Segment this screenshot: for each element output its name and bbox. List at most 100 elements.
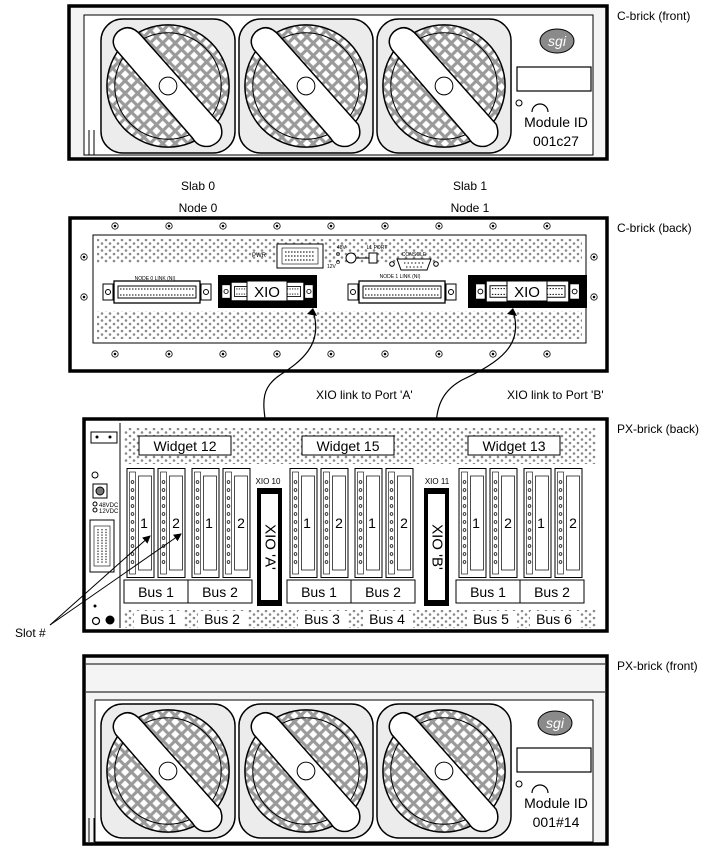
led-indicator: [91, 471, 99, 479]
slot-callout-label: Slot #: [15, 626, 46, 640]
cbrick-back-label: C-brick (back): [617, 221, 692, 235]
l1-port[interactable]: [368, 252, 378, 264]
fan-icon: [100, 703, 236, 839]
bus-label: Bus 1: [301, 584, 337, 600]
bus-label: Bus 2: [202, 584, 238, 600]
led-indicator: [515, 99, 523, 107]
xio-port-b[interactable]: XIO 'B': [424, 488, 449, 606]
slab1-label: Slab 1: [453, 179, 487, 193]
bus-label: Bus 5: [473, 611, 509, 627]
pxbrick-front-panel: sgi Module ID 001#14: [82, 654, 609, 846]
sgi-logo-text: sgi: [548, 33, 567, 49]
bus-label: Bus 6: [536, 611, 572, 627]
slot-number: 1: [472, 515, 480, 531]
xio-b-label: XIO 'B': [429, 524, 446, 570]
vent-bottom: [97, 311, 582, 339]
pxbrick-front-label: PX-brick (front): [617, 659, 698, 673]
console-label: CONSOLE: [402, 252, 427, 258]
fan-icon: [376, 18, 512, 154]
cbrick-front-label: C-brick (front): [617, 9, 690, 23]
module-id-label: Module ID: [524, 114, 588, 130]
slot-number: 2: [569, 515, 577, 531]
l1-port-label: L1 PORT: [367, 245, 388, 251]
bus-label: Bus 2: [534, 584, 570, 600]
widget-15-box: [301, 435, 395, 456]
xio-left-label: XIO: [254, 284, 280, 301]
led-indicator: [515, 780, 523, 788]
xio-port-left[interactable]: XIO: [218, 275, 317, 308]
xio11-label: XIO 11: [425, 477, 450, 486]
slot-callout-arrow: [49, 533, 182, 626]
pwr-label: PWR: [252, 253, 267, 259]
bus-label: Bus 2: [204, 611, 240, 627]
fan-icon: [376, 703, 512, 839]
widget-12-box: [138, 435, 232, 456]
power-button[interactable]: [531, 103, 549, 113]
node1-link-label: NODE 1 LINK (NI): [380, 274, 421, 280]
connector-port[interactable]: [105, 615, 115, 625]
node1-link-connector[interactable]: [347, 280, 457, 304]
12vdc-label: 12VDC: [99, 509, 119, 515]
console-port[interactable]: [396, 258, 432, 271]
bus-label: Bus 1: [138, 584, 174, 600]
display-window: [516, 747, 592, 773]
xio-link-a-label: XIO link to Port 'A': [316, 388, 413, 402]
xio-a-label: XIO 'A': [262, 524, 279, 570]
bus-label: Bus 4: [369, 611, 405, 627]
slot-number: 2: [172, 515, 180, 531]
bus-label: Bus 3: [304, 611, 340, 627]
cbrick-front-panel: sgi Module ID 001c27: [67, 4, 609, 161]
slot-number: 1: [368, 515, 376, 531]
pxbrick-back-label: PX-brick (back): [617, 422, 699, 436]
slot-number: 2: [237, 515, 245, 531]
module-id-label: Module ID: [524, 795, 588, 811]
sgi-logo: [537, 710, 573, 736]
slot-number: 1: [140, 515, 148, 531]
bottom-bus-labels: Bus 1 Bus 2 Bus 3 Bus 4 Bus 5 Bus 6: [134, 611, 580, 628]
card-slots: [126, 468, 583, 578]
display-window: [516, 66, 592, 92]
xio-link-cable-a: [263, 310, 317, 469]
fan-icon: [100, 18, 236, 154]
node0-link-label: NODE 0 LINK (NI): [135, 276, 176, 282]
xio-link-cable-b: [435, 310, 517, 468]
module-id-value: 001c27: [533, 133, 579, 149]
slot-callout-arrow: [49, 535, 151, 626]
slot-number: 2: [400, 515, 408, 531]
slot-number: 2: [335, 515, 343, 531]
bus-label: Bus 2: [365, 584, 401, 600]
slot-number: 1: [205, 515, 213, 531]
vent-top: [97, 239, 582, 263]
bus-label: Bus 1: [470, 584, 506, 600]
widget-15-label: Widget 15: [316, 438, 379, 454]
sgi-logo-text: sgi: [546, 715, 565, 731]
fan-icon: [238, 703, 374, 839]
node0-link-connector[interactable]: [102, 280, 212, 304]
widget-13-box: [467, 435, 561, 456]
48v-label: 48V: [337, 245, 347, 251]
module-id-value: 001#14: [533, 814, 580, 830]
node0-label: Node 0: [179, 201, 218, 215]
slot-number: 1: [537, 515, 545, 531]
xio-port-right[interactable]: XIO: [468, 275, 587, 308]
xio-port-a[interactable]: XIO 'A': [257, 488, 282, 606]
slot-number: 2: [504, 515, 512, 531]
sgi-logo: [539, 28, 575, 54]
slot-number: 1: [303, 515, 311, 531]
bus-label: Bus 1: [140, 611, 176, 627]
fan-icon: [238, 18, 374, 154]
xio-link-b-label: XIO link to Port 'B': [507, 388, 604, 402]
node1-label: Node 1: [451, 201, 490, 215]
48vdc-label: 48VDC: [99, 503, 119, 509]
widget-12-label: Widget 12: [153, 438, 216, 454]
label-tab: [90, 431, 118, 444]
xio10-label: XIO 10: [256, 477, 281, 486]
reset-switch[interactable]: [345, 252, 357, 264]
12v-label: 12V: [327, 264, 337, 270]
connector-port[interactable]: [91, 616, 101, 626]
power-button[interactable]: [531, 784, 549, 794]
slab0-label: Slab 0: [181, 179, 215, 193]
xio-right-label: XIO: [514, 284, 540, 301]
widget-13-label: Widget 13: [482, 438, 545, 454]
